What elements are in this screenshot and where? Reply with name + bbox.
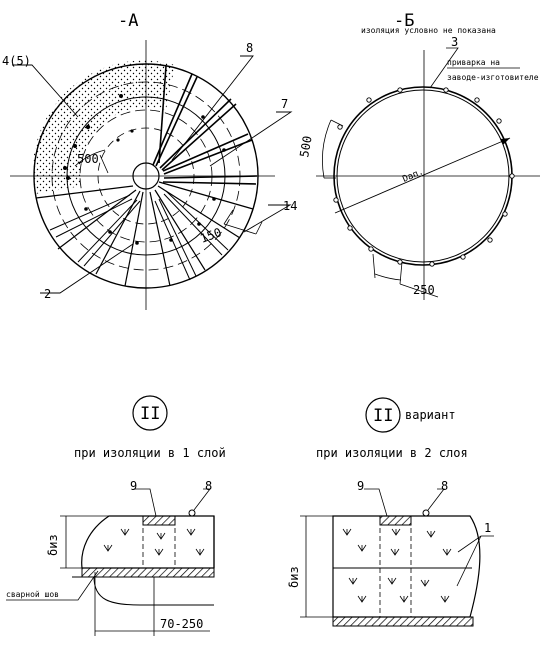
diameter-arrow — [500, 138, 510, 145]
shell-detail-2 — [332, 616, 474, 627]
view-b: -Б изоляция условно не показана 3 привар… — [297, 11, 540, 300]
shell-detail-1 — [81, 567, 215, 578]
shell-inner-circle — [336, 89, 510, 263]
dim-overlap-text: 70-250 — [160, 617, 203, 631]
dim-150-a-text: 150 — [198, 225, 223, 246]
label-3-leader — [429, 47, 459, 89]
pin-8-detail-2 — [422, 509, 430, 517]
inner-dashed-circle — [79, 109, 213, 243]
note-welding-1: приварка на — [447, 58, 500, 67]
label-14: 14 — [283, 199, 297, 213]
shell-wave-1 — [93, 576, 214, 606]
leader-1a — [457, 535, 494, 553]
insulation-fill-1 — [103, 528, 205, 556]
diameter-label: Dап. — [401, 167, 425, 185]
dim-150-a — [223, 209, 263, 235]
core-dashed-circle — [97, 127, 195, 225]
detail-2-marker: II — [373, 406, 393, 426]
view-a-leaders — [12, 55, 293, 294]
view-a-title: -А — [118, 11, 138, 31]
label-3: 3 — [451, 35, 458, 49]
detail-2-marker-circle — [365, 397, 401, 433]
dim-500-b — [322, 119, 344, 179]
fastener-dots — [63, 94, 226, 245]
leader-8-detail-1 — [193, 488, 211, 511]
leader-8-detail-2 — [427, 488, 445, 511]
note-welding-2: заводе-изготовителе — [447, 73, 539, 82]
detail-2: II вариант при изоляции в 2 слоя — [287, 397, 494, 627]
pin-8-detail-1 — [188, 509, 196, 517]
detail-2-caption: при изоляции в 2 слоя — [316, 446, 468, 460]
view-b-title: -Б — [394, 11, 414, 31]
segment-lines — [35, 181, 254, 287]
label-9-detail-1: 9 — [130, 479, 137, 493]
detail-2-variant: вариант — [405, 408, 456, 422]
label-8-a: 8 — [246, 41, 253, 55]
center-pipe — [132, 162, 160, 190]
label-1: 1 — [484, 521, 491, 535]
view-b-note-insulation: изоляция условно не показана — [361, 26, 496, 35]
view-a: -А — [2, 11, 297, 310]
outer-circle — [33, 63, 259, 289]
leader-9-detail-1 — [135, 488, 157, 517]
dim-thickness-1-text: δиз — [46, 534, 60, 556]
detail-1-caption: при изоляции в 1 слой — [74, 446, 226, 460]
label-7: 7 — [281, 97, 288, 111]
upper-bands — [152, 65, 258, 185]
band-9-detail-1 — [142, 515, 176, 526]
dim-500-a-text: 500 — [77, 152, 99, 166]
dim-500-a — [74, 149, 109, 174]
label-2: 2 — [44, 287, 51, 301]
dim-500-b-text: 500 — [297, 135, 315, 159]
dim-250-b — [372, 253, 439, 298]
detail-1-marker: II — [140, 404, 160, 424]
weld-leader — [6, 570, 99, 601]
insulation-fill-2 — [342, 528, 452, 603]
insulation-block-2 — [332, 515, 481, 618]
welded-pins — [333, 87, 515, 267]
label-8-detail-1: 8 — [205, 479, 212, 493]
leader-9-detail-2 — [364, 488, 388, 517]
weld-label: сварной шов — [6, 590, 59, 599]
leader-1b — [456, 535, 482, 587]
detail-1-marker-circle — [132, 395, 168, 431]
label-9-detail-2: 9 — [357, 479, 364, 493]
band-9-detail-2 — [379, 515, 412, 526]
label-8-detail-2: 8 — [441, 479, 448, 493]
label-4-5: 4(5) — [2, 54, 31, 68]
insulation-sector — [32, 60, 175, 195]
dim-thickness-2-text: δиз — [287, 566, 301, 588]
segment-bands — [49, 190, 229, 281]
diameter-line — [334, 137, 511, 214]
detail-1: II при изоляции в 1 слой 9 8 — [6, 395, 226, 636]
dim-250-b-text: 250 — [413, 283, 435, 297]
